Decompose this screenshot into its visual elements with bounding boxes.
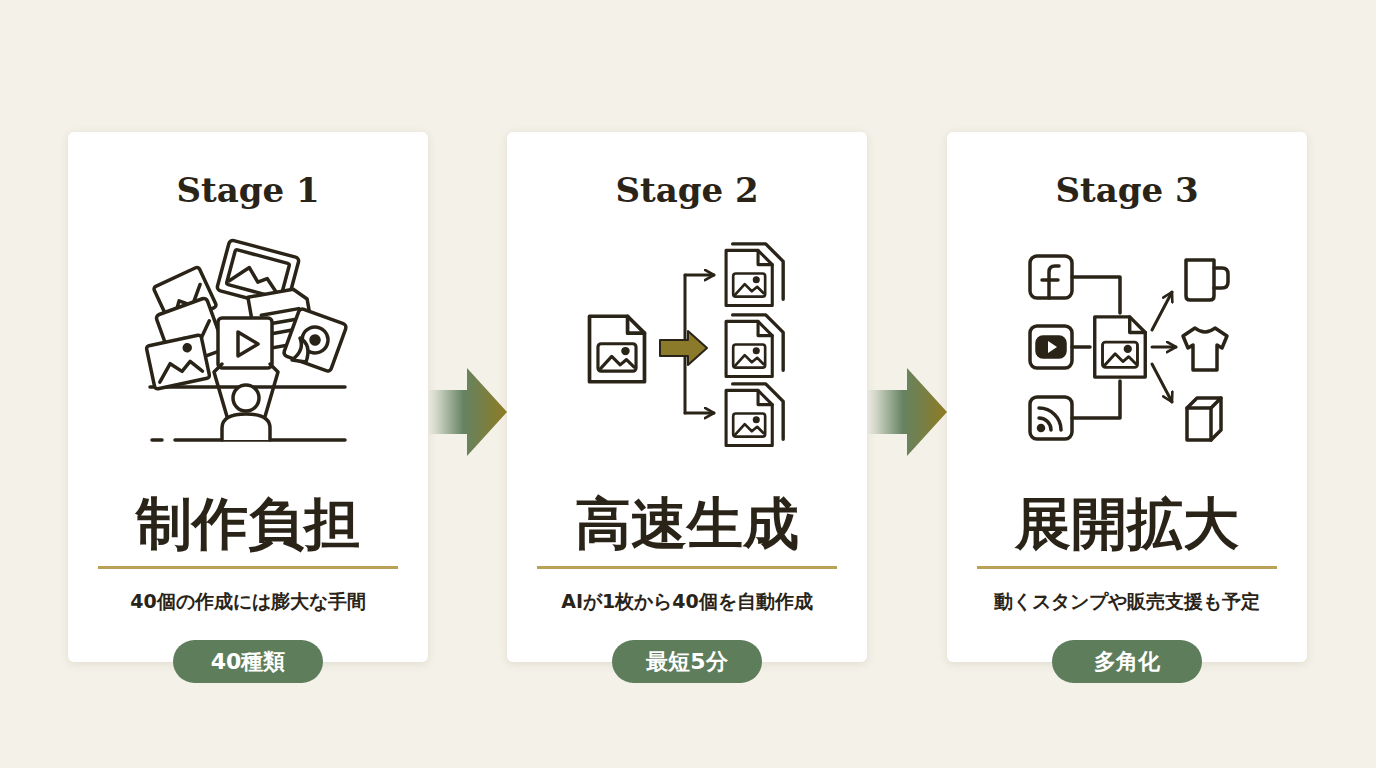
stage-card: Stage 3展開拡大動くスタンプや販売支援も予定多角化 — [947, 132, 1307, 662]
stage-title: 展開拡大 — [947, 490, 1307, 556]
title-underline — [537, 566, 837, 569]
stage-badge: 最短5分 — [612, 640, 762, 683]
title-underline — [977, 566, 1277, 569]
stage-description: 動くスタンプや販売支援も予定 — [947, 588, 1307, 614]
badge-text: 最短5分 — [646, 647, 727, 677]
stage-heading: Stage 2 — [507, 168, 867, 212]
stage-card: Stage 1制作負担40個の作成には膨大な手間40種類 — [68, 132, 428, 662]
title-underline — [98, 566, 398, 569]
stage-badge: 多角化 — [1052, 640, 1202, 683]
stage-card: Stage 2高速生成AIが1枚から40個を自動作成最短5分 — [507, 132, 867, 662]
stage-description: AIが1枚から40個を自動作成 — [507, 588, 867, 614]
stage-title: 高速生成 — [507, 490, 867, 556]
badge-text: 40種類 — [211, 647, 286, 677]
flow-arrow — [428, 368, 507, 456]
stage-badge: 40種類 — [173, 640, 323, 683]
stage-heading: Stage 1 — [68, 168, 428, 212]
stage-title: 制作負担 — [68, 490, 428, 556]
stage-heading: Stage 3 — [947, 168, 1307, 212]
generation-icon — [590, 244, 784, 446]
stage-description: 40個の作成には膨大な手間 — [68, 588, 428, 614]
workload-pile — [146, 240, 347, 440]
flow-arrow — [867, 368, 947, 456]
badge-text: 多角化 — [1094, 647, 1160, 677]
expansion-icon — [1030, 256, 1228, 440]
